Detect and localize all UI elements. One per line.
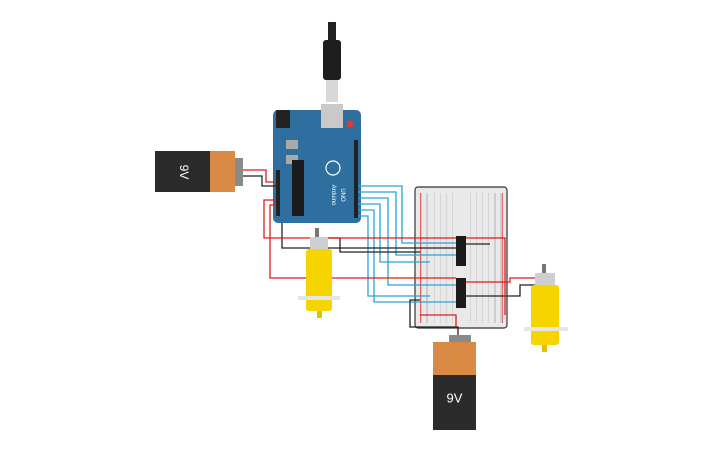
motor-driver-ic-bottom bbox=[456, 278, 466, 308]
usb-cable bbox=[323, 22, 341, 102]
arduino-uno: Arduino UNO bbox=[273, 104, 361, 223]
battery-9v-bottom: 9V bbox=[433, 335, 476, 430]
breadboard bbox=[414, 186, 508, 329]
microcontroller-chip bbox=[292, 160, 304, 216]
battery-bottom-label: 9V bbox=[447, 390, 463, 405]
ground-wires bbox=[243, 175, 538, 341]
analog-header bbox=[276, 170, 280, 216]
reset-button bbox=[346, 120, 354, 128]
battery-9v-left: 9V bbox=[155, 151, 243, 192]
power-jack bbox=[276, 110, 290, 128]
battery-left-label: 9V bbox=[177, 165, 191, 180]
dc-motor-left bbox=[298, 228, 340, 318]
dc-motor-right bbox=[524, 264, 568, 352]
arduino-logo-icon bbox=[325, 160, 341, 176]
board-model-label: UNO bbox=[339, 188, 345, 202]
usb-port bbox=[321, 104, 343, 128]
motor-driver-ic-top bbox=[456, 236, 466, 266]
board-brand-label: Arduino bbox=[330, 185, 336, 206]
digital-header bbox=[354, 140, 358, 218]
signal-wires bbox=[358, 185, 456, 303]
power-wires bbox=[243, 169, 538, 327]
